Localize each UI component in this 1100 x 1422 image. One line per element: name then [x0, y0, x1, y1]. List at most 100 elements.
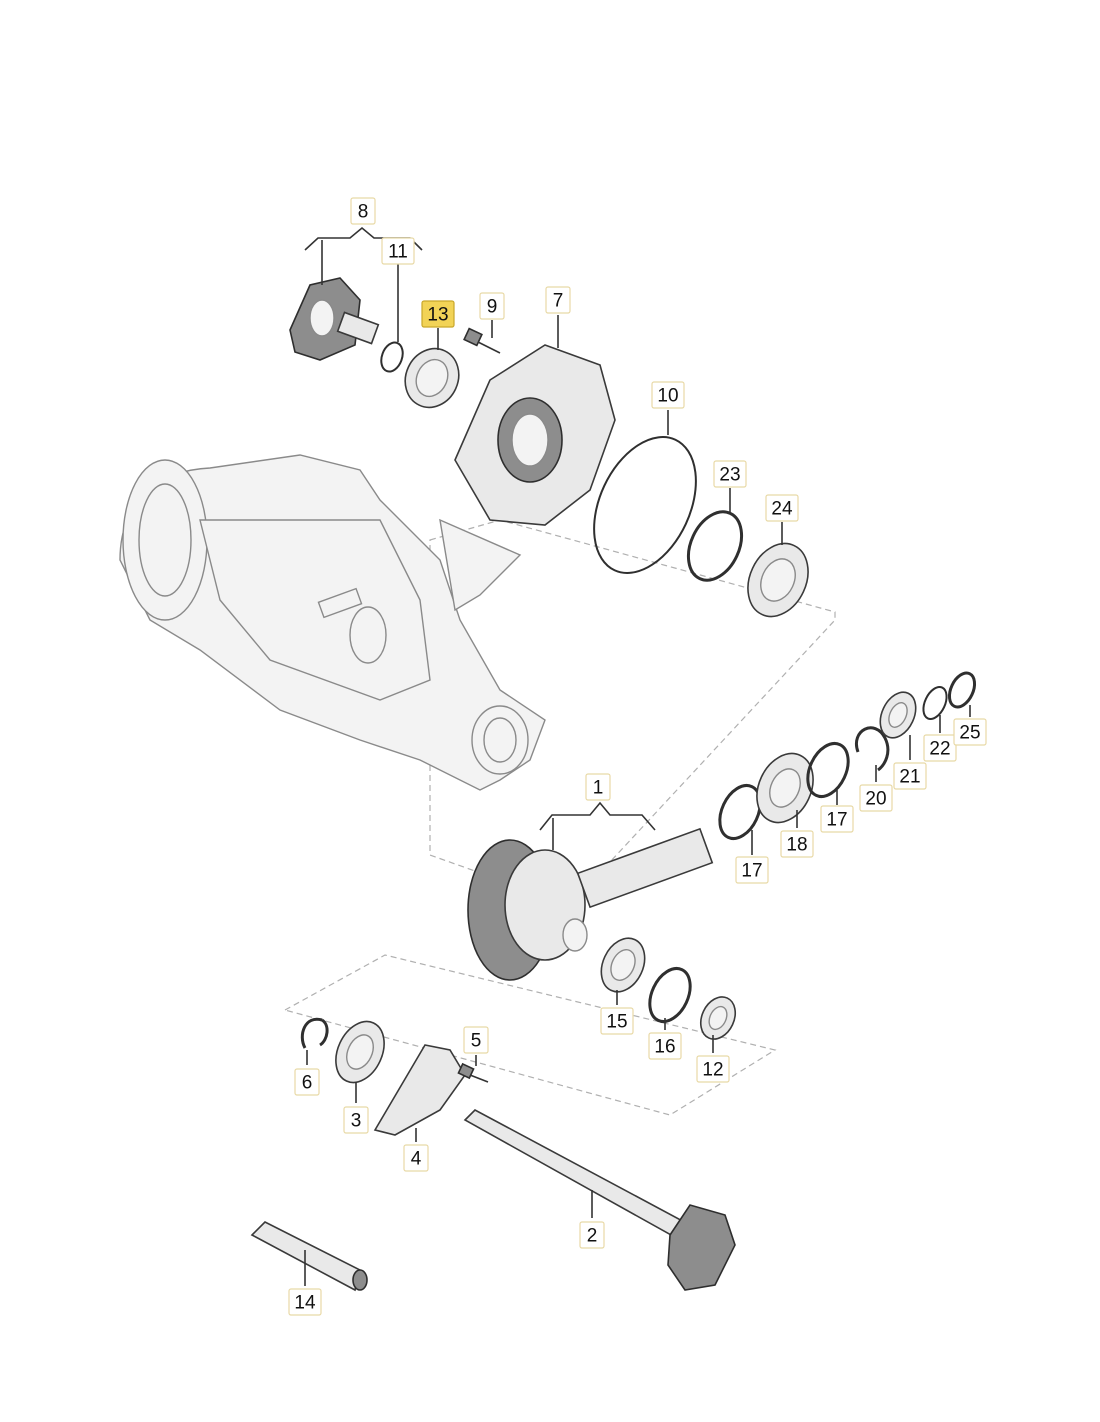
- assembly-guide-lower: [283, 954, 777, 1116]
- callout-box-6: [294, 1068, 320, 1096]
- callout-text-6: 6: [302, 1073, 313, 1094]
- retaining-clip: [854, 726, 890, 772]
- callout-box-8: [350, 197, 376, 225]
- callout-label-20: 20: [859, 784, 893, 812]
- shim-17b: [806, 742, 850, 798]
- callout-box-11: [381, 237, 415, 265]
- callout-box-1: [585, 773, 611, 801]
- callout-label-12: 12: [696, 1055, 730, 1083]
- callout-label-17a: 17: [735, 856, 769, 884]
- callout-box-12: [696, 1055, 730, 1083]
- callout-label-2: 2: [579, 1221, 605, 1249]
- callout-label-9: 9: [479, 292, 505, 320]
- callout-box-4: [403, 1144, 429, 1172]
- needle-bearing: [879, 691, 917, 739]
- callout-box-25: [953, 718, 987, 746]
- callout-text-17b: 17: [826, 810, 847, 831]
- callout-label-4: 4: [403, 1144, 429, 1172]
- callout-box-13: [421, 300, 455, 328]
- callout-label-14: 14: [288, 1288, 322, 1316]
- callout-box-18: [780, 830, 814, 858]
- callout-box-5: [463, 1026, 489, 1054]
- callout-label-17b: 17: [820, 805, 854, 833]
- callout-label-10: 10: [651, 381, 685, 409]
- callout-text-10: 10: [657, 386, 678, 407]
- callout-label-6: 6: [294, 1068, 320, 1096]
- callout-text-23: 23: [719, 465, 740, 486]
- transmission-housing: [119, 454, 546, 791]
- callout-text-4: 4: [411, 1149, 422, 1170]
- callout-box-7: [545, 286, 571, 314]
- callout-box-21: [893, 762, 927, 790]
- callout-label-22: 22: [923, 734, 957, 762]
- callout-label-15: 15: [600, 1007, 634, 1035]
- diff-seal: [600, 937, 646, 993]
- lower-bearing: [335, 1020, 385, 1084]
- callout-text-17a: 17: [741, 861, 762, 882]
- snap-ring: [947, 671, 977, 709]
- bracket-line-1: [539, 801, 656, 831]
- callout-text-2: 2: [587, 1226, 598, 1247]
- callout-box-2: [579, 1221, 605, 1249]
- taper-bearing-upper: [747, 542, 809, 618]
- diff-bearing: [699, 996, 737, 1040]
- bracket-plate: [373, 1044, 466, 1136]
- callout-text-24: 24: [771, 499, 793, 520]
- callout-label-11: 11: [381, 237, 415, 265]
- callout-label-1: 1: [585, 773, 611, 801]
- grease-tube: [250, 1221, 368, 1292]
- callout-box-16: [648, 1032, 682, 1060]
- callout-label-5: 5: [463, 1026, 489, 1054]
- callout-box-17b: [820, 805, 854, 833]
- callout-box-22: [923, 734, 957, 762]
- shim-ring: [686, 510, 744, 582]
- callout-label-23: 23: [713, 460, 747, 488]
- callout-label-13: 13: [421, 300, 455, 328]
- callout-box-9: [479, 292, 505, 320]
- shim-17a: [718, 784, 762, 840]
- callout-text-9: 9: [487, 297, 498, 318]
- callout-text-22: 22: [929, 739, 950, 760]
- callout-text-7: 7: [553, 291, 564, 312]
- callout-box-24: [765, 494, 799, 522]
- shaft-seal: [404, 347, 460, 409]
- callout-label-25: 25: [953, 718, 987, 746]
- callout-label-8: 8: [350, 197, 376, 225]
- circlip: [380, 341, 404, 373]
- callout-label-24: 24: [765, 494, 799, 522]
- callout-text-18: 18: [786, 835, 807, 856]
- thrust-washer: [922, 686, 948, 720]
- pinion-bearing: [756, 752, 814, 824]
- callout-box-17a: [735, 856, 769, 884]
- drive-flange: [289, 277, 380, 361]
- callout-box-10: [651, 381, 685, 409]
- callout-box-15: [600, 1007, 634, 1035]
- callout-box-20: [859, 784, 893, 812]
- housing-cover: [454, 344, 616, 526]
- callout-text-16: 16: [654, 1037, 675, 1058]
- callout-text-1: 1: [593, 778, 604, 799]
- callout-text-8: 8: [358, 202, 369, 223]
- callout-text-13: 13: [427, 305, 448, 326]
- diff-shim: [648, 967, 692, 1023]
- lower-circlip: [300, 1017, 329, 1049]
- callout-text-25: 25: [959, 723, 980, 744]
- callout-text-12: 12: [702, 1060, 723, 1081]
- callout-text-3: 3: [351, 1111, 362, 1132]
- callout-box-14: [288, 1288, 322, 1316]
- callout-text-15: 15: [606, 1012, 627, 1033]
- bolt: [463, 327, 501, 354]
- callout-label-7: 7: [545, 286, 571, 314]
- callout-label-3: 3: [343, 1106, 369, 1134]
- callout-label-18: 18: [780, 830, 814, 858]
- callout-text-20: 20: [865, 789, 886, 810]
- callout-text-5: 5: [471, 1031, 482, 1052]
- o-ring: [593, 436, 697, 574]
- callout-box-3: [343, 1106, 369, 1134]
- callout-text-14: 14: [294, 1293, 316, 1314]
- callout-label-21: 21: [893, 762, 927, 790]
- differential-assembly: [467, 827, 714, 981]
- callout-label-16: 16: [648, 1032, 682, 1060]
- callout-text-21: 21: [899, 767, 920, 788]
